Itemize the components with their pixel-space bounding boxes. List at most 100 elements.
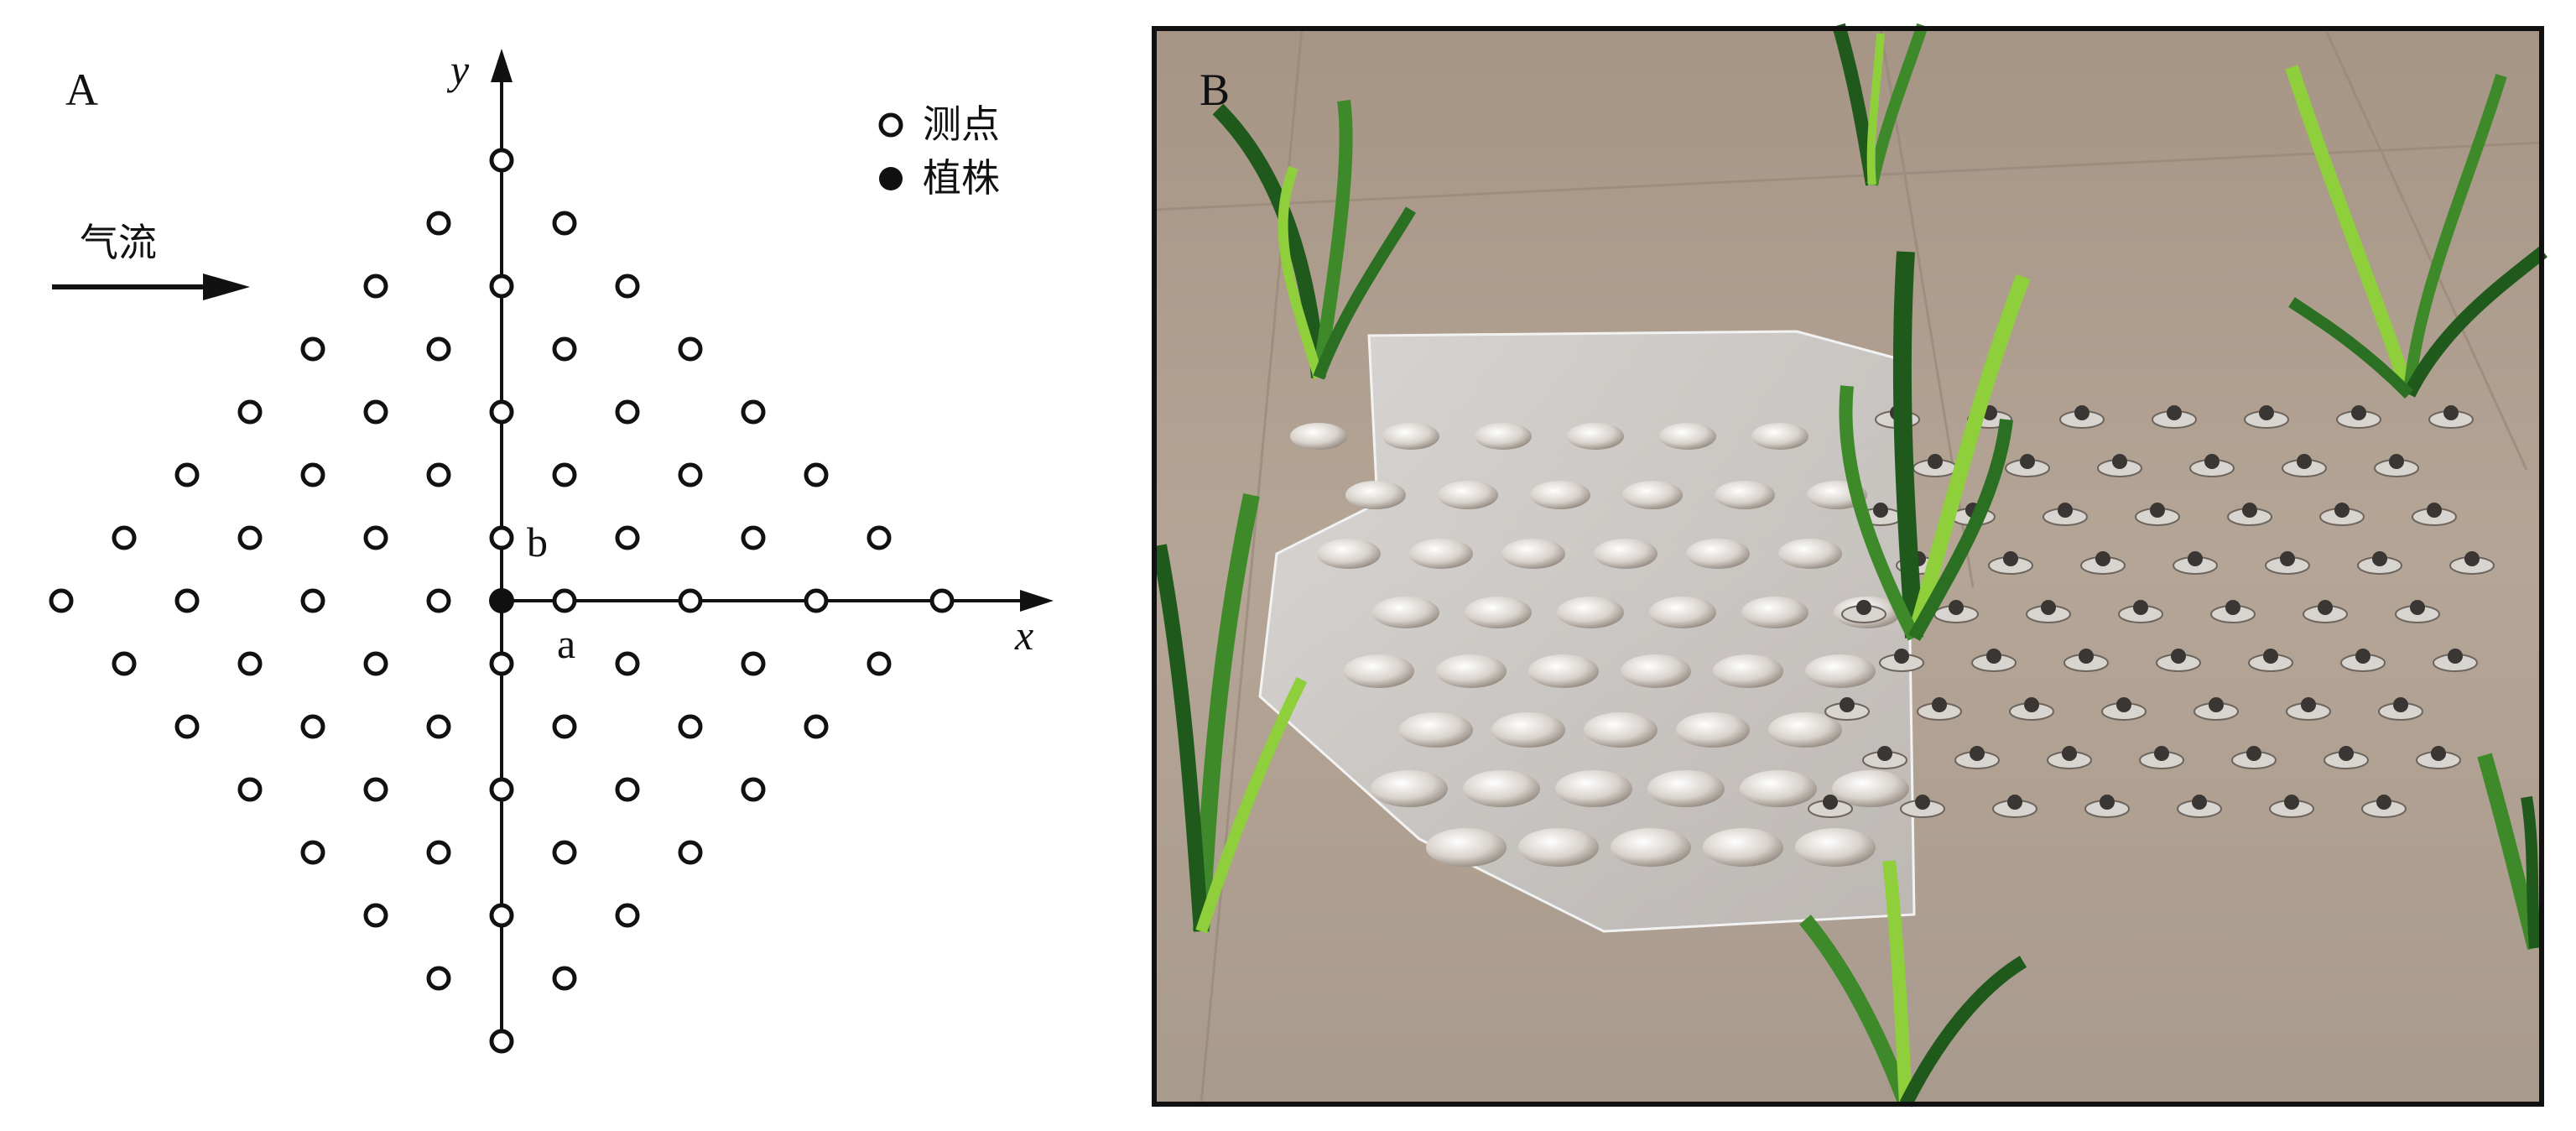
measure-point (741, 777, 766, 802)
water-drop (1567, 423, 1624, 450)
photo-border (1152, 26, 2544, 1107)
measure-point (112, 525, 137, 550)
measure-point (237, 651, 263, 676)
water-drop (1518, 828, 1599, 867)
water-drop (1409, 539, 1473, 569)
sensor-pin (1954, 746, 2000, 769)
sensor-pin (2265, 551, 2310, 575)
sensor-pin (2269, 795, 2314, 818)
sensor-pin (1988, 551, 2033, 575)
measure-point (552, 588, 577, 613)
water-drop (1372, 597, 1439, 628)
sensor-pin (2210, 600, 2256, 623)
water-drop (1557, 597, 1624, 628)
measure-point (615, 903, 640, 928)
water-drop (1345, 481, 1406, 509)
sensor-pin (2433, 649, 2478, 672)
sensor-pin (2047, 746, 2092, 769)
legend-measure-point-icon (878, 112, 903, 138)
measure-point (363, 777, 388, 802)
measure-point (363, 651, 388, 676)
sensor-pin (1900, 795, 1945, 818)
legend-plant-icon (879, 167, 903, 190)
water-drop (1741, 597, 1808, 628)
measure-point (489, 1029, 514, 1054)
measurement-layout-diagram: A y x 气流 测点 植株 b a (49, 46, 1054, 1054)
sensor-pin (2227, 503, 2272, 526)
measure-point (174, 714, 200, 739)
sensor-pin (2173, 551, 2218, 575)
water-drop (1795, 828, 1876, 867)
measure-point (426, 966, 451, 991)
water-drop (1740, 770, 1817, 807)
sensor-pin (2336, 405, 2381, 429)
measure-point (363, 399, 388, 425)
water-drop (1805, 654, 1876, 688)
sensor-pin (2319, 503, 2365, 526)
water-drop (1584, 712, 1657, 748)
measure-point (174, 588, 200, 613)
measure-point (678, 462, 703, 487)
sensor-pin (2156, 649, 2201, 672)
sensor-pin (2189, 454, 2235, 477)
water-drop (1647, 770, 1725, 807)
measure-point (300, 714, 325, 739)
sensor-pin (2395, 600, 2440, 623)
sensor-pin (2412, 503, 2457, 526)
sensor-pin (2043, 503, 2088, 526)
water-drop (1344, 654, 1414, 688)
sensor-pin (2286, 697, 2331, 721)
water-drop (1371, 770, 1448, 807)
measure-point (615, 777, 640, 802)
water-drop (1676, 712, 1750, 748)
measure-point (615, 525, 640, 550)
measure-point (741, 525, 766, 550)
sensor-pin (2248, 649, 2293, 672)
sensor-pin (1824, 697, 1870, 721)
water-drop (1686, 539, 1750, 569)
measure-point (489, 399, 514, 425)
plant-right-edge (2477, 753, 2542, 951)
water-drop (1611, 828, 1691, 867)
measure-point (300, 840, 325, 865)
water-drop (1659, 423, 1716, 450)
water-drop (1715, 481, 1775, 509)
measure-point (552, 211, 577, 236)
sensor-pin (1933, 600, 1979, 623)
water-drop (1555, 770, 1632, 807)
sensor-pin (1971, 649, 2017, 672)
measure-point (489, 274, 514, 299)
water-drop (1528, 654, 1599, 688)
y-axis-arrowhead (491, 49, 513, 82)
measure-point (866, 525, 892, 550)
water-drop (1491, 712, 1565, 748)
sensor-pin (2097, 454, 2142, 477)
measure-point (426, 336, 451, 362)
sensor-pin (1808, 795, 1853, 818)
water-drop (1713, 654, 1783, 688)
sensor-pins (1808, 405, 2495, 818)
sensor-pin (1862, 746, 1907, 769)
water-drop (1501, 539, 1565, 569)
legend-measure-point-label: 测点 (923, 102, 1000, 147)
measure-point (741, 651, 766, 676)
measure-point (552, 462, 577, 487)
measure-point (49, 588, 74, 613)
plant-top-left (1212, 99, 1417, 380)
measure-point (300, 462, 325, 487)
y-axis-label: y (446, 46, 470, 93)
measure-point (489, 903, 514, 928)
measure-point (678, 588, 703, 613)
plant-bottom-center (1799, 860, 2027, 1108)
sensor-pin (2139, 746, 2184, 769)
sensor-pin (2374, 454, 2419, 477)
measure-point (237, 399, 263, 425)
sensor-pin (2101, 697, 2147, 721)
sensor-pin (2194, 697, 2239, 721)
measure-point (804, 588, 829, 613)
measure-point (929, 588, 955, 613)
water-drop (1290, 423, 1347, 450)
panel-a-label: A (65, 65, 98, 115)
measure-point (300, 588, 325, 613)
water-drop (1463, 770, 1540, 807)
